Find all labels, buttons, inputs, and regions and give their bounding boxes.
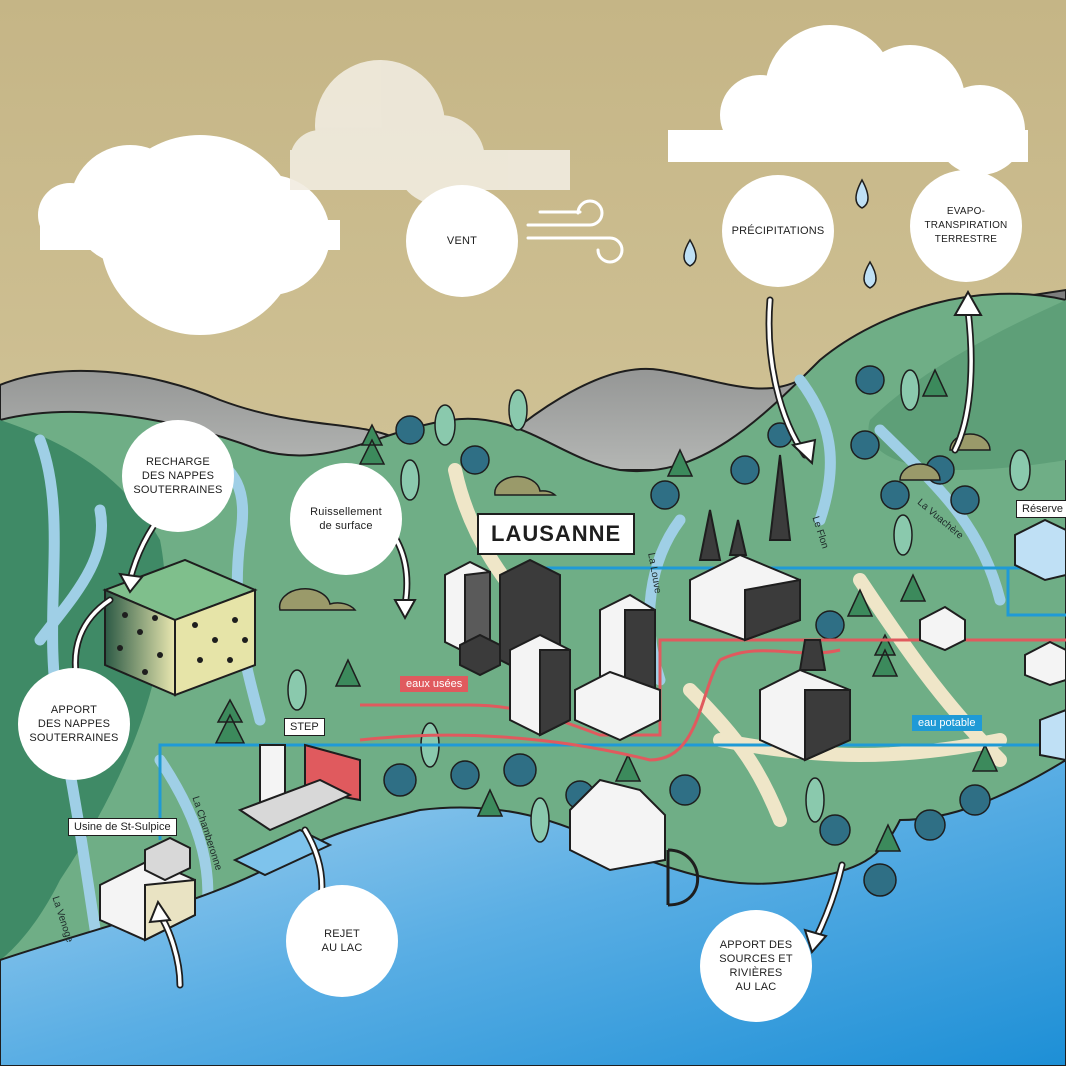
city-label: LAUSANNE bbox=[477, 513, 636, 555]
logo-d-mark bbox=[666, 848, 700, 907]
bubble-vent: VENT bbox=[406, 185, 518, 297]
bubble-precipitations: PRÉCIPITATIONS bbox=[722, 175, 834, 287]
bubble-ruissellement: Ruissellement de surface bbox=[290, 463, 402, 575]
city-buildings bbox=[444, 558, 661, 742]
bubble-apport-sources: APPORT DES SOURCES ET RIVIÈRES AU LAC bbox=[700, 910, 812, 1022]
tag-usine-st-sulpice: Usine de St-Sulpice bbox=[68, 818, 177, 836]
town-hall bbox=[759, 639, 851, 762]
bubble-recharge-nappes: RECHARGE DES NAPPES SOUTERRAINES bbox=[122, 420, 234, 532]
st-sulpice-plant bbox=[99, 836, 196, 942]
label-eaux-usees: eaux usées bbox=[400, 676, 469, 692]
cloud-left bbox=[38, 135, 340, 335]
reservoirs bbox=[1014, 518, 1066, 762]
drinking-water-pipes bbox=[158, 566, 1066, 840]
bubble-rejet-lac: REJET AU LAC bbox=[286, 885, 398, 997]
bubble-evapotranspiration: EVAPO- TRANSPIRATION TERRESTRE bbox=[910, 170, 1022, 282]
label-eau-potable: eau potable bbox=[912, 715, 982, 731]
wind-icon bbox=[526, 199, 624, 264]
bubble-apport-nappes: APPORT DES NAPPES SOUTERRAINES bbox=[18, 668, 130, 780]
tag-reservoir: Réserve bbox=[1016, 500, 1066, 518]
groundwater-block bbox=[102, 558, 258, 697]
cloud-right bbox=[668, 25, 1028, 175]
treatment-plant bbox=[232, 743, 361, 877]
tag-step: STEP bbox=[284, 718, 325, 736]
cloud-middle bbox=[290, 60, 570, 205]
trees bbox=[214, 365, 1031, 897]
houses bbox=[569, 605, 1066, 872]
cathedral bbox=[689, 454, 801, 642]
